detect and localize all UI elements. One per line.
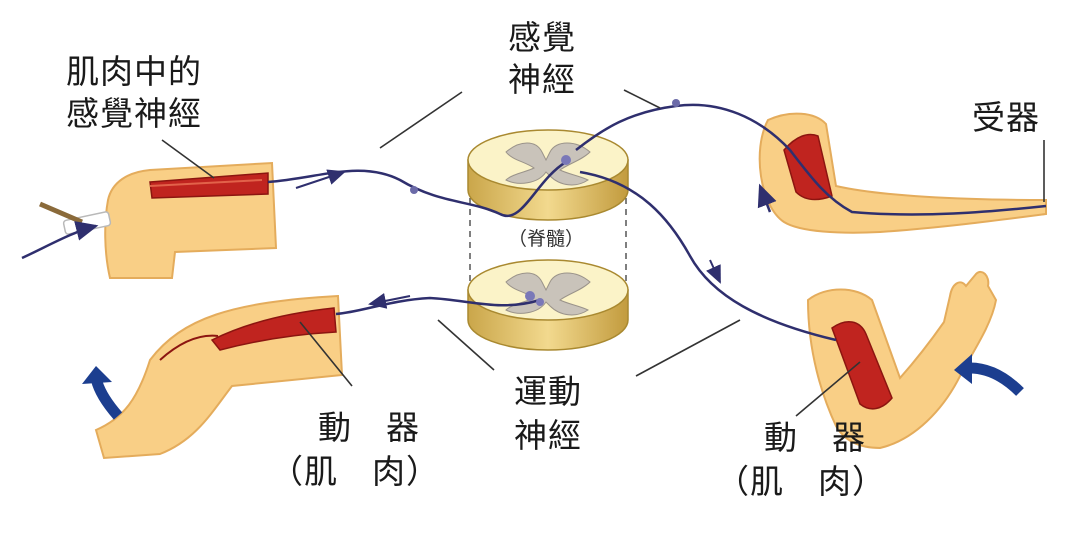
- right-effector-label-line2: （肌 肉）: [716, 462, 886, 501]
- lower-left-limb: [82, 294, 344, 460]
- upper-right-limb: [757, 112, 1047, 234]
- leader-lines: [161, 89, 1045, 417]
- muscle-sensory-nerve-label-line2: 感覺神經: [66, 94, 202, 133]
- receptor-label: 受器: [972, 98, 1040, 137]
- left-effector-label-line2: （肌 肉）: [270, 452, 440, 491]
- upper-left-limb: [21, 161, 278, 279]
- sensory-nerve-label-line1: 感覺: [508, 18, 576, 57]
- motor-nerve-label-line1: 運動: [514, 372, 582, 411]
- right-effector-label-line1: 動 器: [764, 418, 866, 457]
- lower-right-limb: [806, 270, 1024, 450]
- spinal-cord-label: （脊髓）: [508, 228, 584, 250]
- muscle-sensory-nerve-label-line1: 肌肉中的: [66, 52, 202, 91]
- spinal-cord: [467, 129, 629, 351]
- nerve-paths: [267, 99, 837, 342]
- sensory-nerve-label-line2: 神經: [508, 60, 576, 99]
- motor-nerve-label-line2: 神經: [514, 416, 582, 455]
- left-effector-label-line1: 動 器: [318, 408, 420, 447]
